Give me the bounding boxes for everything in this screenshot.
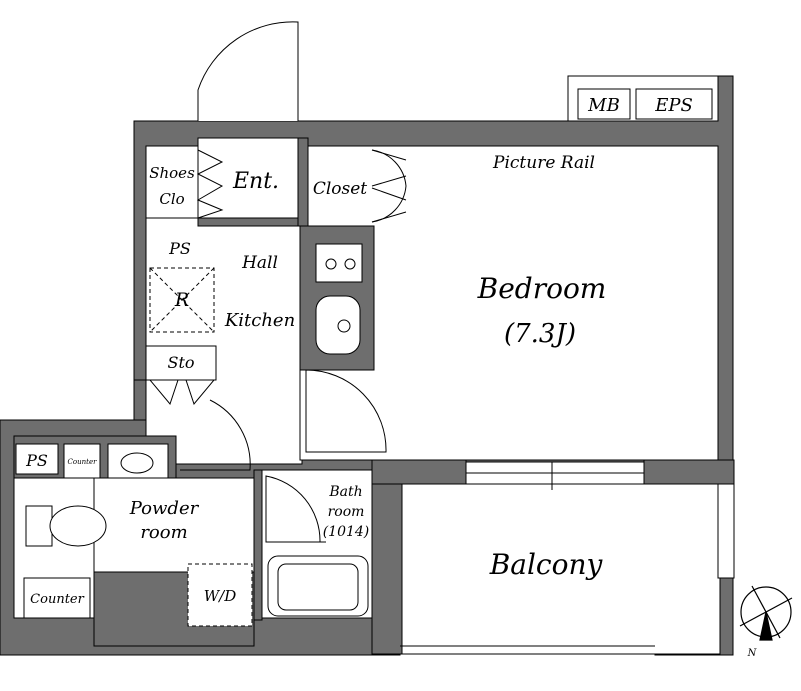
refrigerator-cross: [149, 267, 215, 333]
bathroom-label: room: [328, 504, 365, 520]
powder-door-icon: [180, 399, 251, 471]
bath-divider: [253, 469, 263, 621]
counter-label: Counter: [30, 592, 84, 607]
bathroom-size-label: (1014): [323, 524, 370, 540]
mb-label: MB: [587, 95, 620, 116]
kitchen-label: Kitchen: [224, 310, 295, 331]
ps-lower-label: PS: [25, 451, 48, 470]
toilet-icon: [25, 505, 53, 547]
fixtures: [15, 243, 369, 627]
closet-bifold-icon: [371, 149, 407, 223]
drain-icon: [337, 319, 351, 333]
washbasin-icon: [107, 443, 169, 479]
washer-dryer-label: W/D: [204, 587, 237, 605]
entrance-label: Ent.: [232, 169, 279, 194]
bedroom-label: Bedroom: [477, 272, 607, 305]
compass-needle-icon: [759, 611, 773, 641]
closet-arc-icon: [371, 149, 407, 223]
balcony-label: Balcony: [489, 548, 604, 581]
closet-label: Closet: [313, 179, 367, 199]
toilet-bowl-icon: [49, 505, 107, 547]
entrance: [197, 137, 299, 219]
shoes-clo-label: Clo: [159, 190, 184, 208]
refrigerator-label: R: [174, 289, 189, 311]
shoes-clo-label: Shoes: [149, 164, 195, 182]
bedroom-bottom-wall-r: [643, 459, 735, 485]
labels: Shoes Clo Ent. Closet Picture Rail PS Ha…: [25, 95, 757, 659]
stove-icon: [315, 243, 363, 283]
washer-dryer-box: [187, 563, 253, 627]
bath-door-icon: [265, 475, 321, 543]
hall-label: Hall: [241, 253, 278, 273]
bathroom-label: Bath: [328, 484, 362, 500]
storage-label: Sto: [167, 353, 194, 372]
picture-rail-label: Picture Rail: [492, 153, 595, 173]
entrance-wall: [197, 217, 299, 227]
balcony-left-wall: [371, 483, 403, 655]
storage: [145, 345, 217, 381]
front-door-icon: [197, 21, 299, 121]
powder-room-label: Powder: [129, 498, 200, 519]
burner-icon: [344, 258, 356, 270]
closet-divider: [297, 137, 309, 227]
balcony-rail-right: [717, 483, 735, 579]
meter-boxes: [567, 75, 719, 122]
bathtub-icon: [267, 555, 369, 617]
counter-box: [23, 577, 91, 619]
bedroom-bottom-wall-l: [371, 459, 467, 485]
bedroom-door-icon: [305, 369, 387, 453]
eps-box: [635, 88, 713, 120]
powder-room-label: room: [140, 522, 187, 543]
basin-bowl-icon: [120, 452, 154, 474]
shoes-bifold-icon: [196, 149, 224, 219]
counter-small-label: Counter: [68, 458, 98, 466]
bathtub-inner-icon: [277, 563, 359, 611]
bedroom-size-label: (7.3J): [504, 319, 576, 349]
ps-upper-label: PS: [168, 239, 191, 258]
windows: [400, 461, 735, 647]
burner-icon: [325, 258, 337, 270]
storage-wall: [133, 379, 147, 421]
compass-north-label: N: [747, 648, 758, 659]
ps-lower-box: [15, 443, 59, 475]
mb-box: [577, 88, 631, 120]
compass-icon: [739, 585, 793, 641]
doors: [149, 21, 407, 543]
balcony: [399, 483, 721, 655]
eps-label: EPS: [654, 95, 693, 116]
storage-bifold-icon: [149, 379, 215, 406]
small-counter: [63, 443, 101, 479]
shoes-closet: [145, 145, 199, 227]
